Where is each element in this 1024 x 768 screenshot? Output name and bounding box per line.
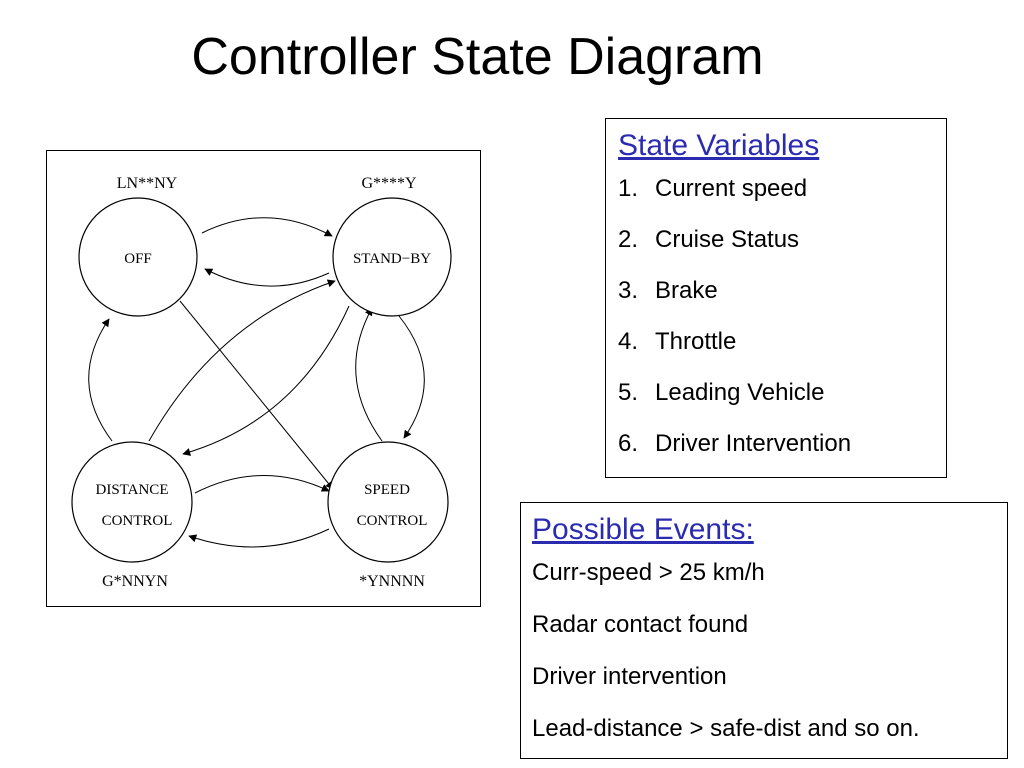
transition-distance-control-to-speed-control xyxy=(194,475,330,494)
event-item: Curr-speed > 25 km/h xyxy=(532,559,765,586)
state-variable-label: Current speed xyxy=(655,175,808,202)
state-speed-control-label-line1: SPEED xyxy=(364,482,410,498)
state-variable-label: Throttle xyxy=(655,328,737,355)
state-variables-heading: State Variables xyxy=(618,129,820,162)
transition-distance-control-to-off xyxy=(88,318,113,442)
state-distance-control-label-line2: CONTROL xyxy=(102,513,173,529)
transition-off-to-speed-control xyxy=(179,300,334,490)
transition-stand-by-to-distance-control xyxy=(182,305,350,456)
state-variable-label: Leading Vehicle xyxy=(655,379,825,406)
event-item: Driver intervention xyxy=(532,663,727,690)
state-variable-item: 1. Current speed xyxy=(618,175,946,203)
state-diagram: OFF STAND−BY DISTANCE CONTROL SPEED CONT… xyxy=(71,175,452,590)
transition-stand-by-to-speed-control xyxy=(398,315,425,439)
state-speed-control-code: *YNNNN xyxy=(359,573,425,590)
state-variables-panel: State Variables 1. Current speed 2. Cruise… xyxy=(605,118,947,478)
transition-distance-control-to-stand-by xyxy=(148,279,336,442)
state-variable-number: 4. xyxy=(618,328,639,355)
state-variable-item: 5. Leading Vehicle xyxy=(618,379,946,407)
state-variable-item: 3. Brake xyxy=(618,277,946,305)
transition-speed-control-to-distance-control xyxy=(188,528,330,548)
state-variable-number: 3. xyxy=(618,277,639,304)
event-item: Radar contact found xyxy=(532,611,749,638)
event-item: Lead-distance > safe-dist and so on. xyxy=(532,715,920,742)
transition-speed-control-to-stand-by xyxy=(355,307,383,442)
transition-off-to-stand-by xyxy=(201,217,333,237)
state-variable-item: 4. Throttle xyxy=(618,328,946,356)
transition-stand-by-to-off xyxy=(204,268,330,287)
state-off: OFF xyxy=(78,197,198,317)
possible-events-list: Curr-speed > 25 km/h Radar contact found… xyxy=(532,559,1007,743)
state-variable-label: Driver Intervention xyxy=(655,430,852,457)
state-variable-item: 2. Cruise Status xyxy=(618,226,946,254)
state-speed-control: SPEED CONTROL xyxy=(327,441,449,563)
state-variables-list: 1.Current speed 2.Cruise Status 3.Brake … xyxy=(618,175,946,458)
state-stand-by-label: STAND−BY xyxy=(353,251,431,267)
state-stand-by-code: G****Y xyxy=(361,175,417,192)
state-variable-number: 2. xyxy=(618,226,639,253)
state-variable-label: Cruise Status xyxy=(655,226,800,253)
state-stand-by: STAND−BY xyxy=(332,197,452,317)
state-distance-control-label-line1: DISTANCE xyxy=(96,482,169,498)
possible-events-panel: Possible Events: Curr-speed > 25 km/h Ra… xyxy=(520,502,1008,759)
state-off-code: LN**NY xyxy=(117,175,178,192)
possible-events-heading: Possible Events: xyxy=(532,513,754,546)
state-variable-number: 1. xyxy=(618,175,639,202)
state-distance-control-code: G*NNYN xyxy=(102,573,168,590)
state-diagram-frame: OFF STAND−BY DISTANCE CONTROL SPEED CONT… xyxy=(46,150,481,607)
state-distance-control: DISTANCE CONTROL xyxy=(71,441,193,563)
state-speed-control-label-line2: CONTROL xyxy=(357,513,428,529)
state-variable-number: 5. xyxy=(618,379,639,406)
slide-title: Controller State Diagram xyxy=(191,28,764,86)
state-variable-number: 6. xyxy=(618,430,639,457)
state-variable-label: Brake xyxy=(655,277,718,304)
state-variable-item: 6. Driver Intervention xyxy=(618,430,946,458)
state-off-label: OFF xyxy=(124,251,152,267)
